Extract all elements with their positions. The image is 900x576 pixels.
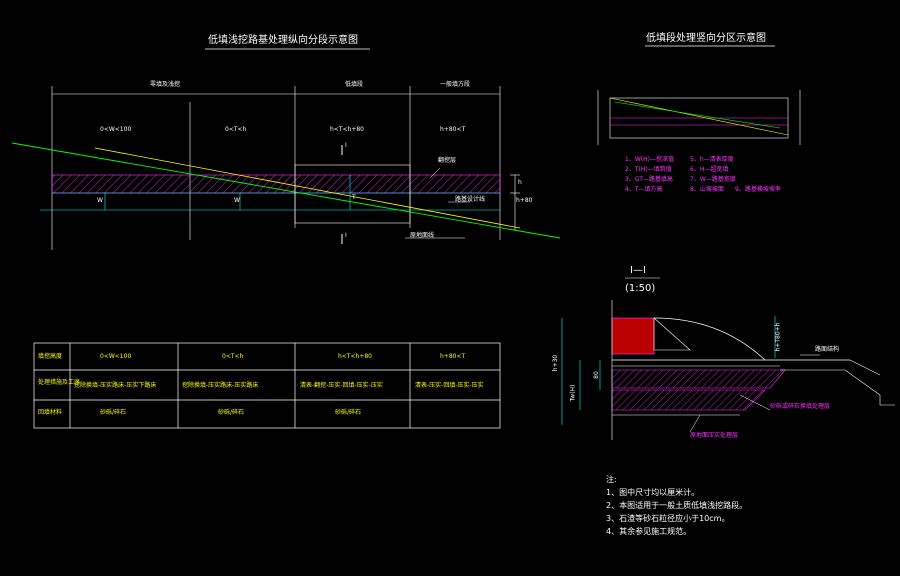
road-line xyxy=(94,147,521,229)
road-line-label: 路基设计线 xyxy=(455,196,486,203)
table-cell: 0<W<100 xyxy=(100,353,132,360)
layer-1 xyxy=(611,369,786,389)
table-row-head: 填挖高度 xyxy=(38,353,63,360)
note-item: 1、图中尺寸均以厘米计。 xyxy=(606,488,700,497)
legend-item: 4、T—填方高 xyxy=(625,186,663,193)
table-cell: 砂砾/碎石 xyxy=(335,409,362,416)
legend-item: 1、W(H)—挖深值 xyxy=(625,156,674,163)
table-cell: 挖除换填-压实路床-压实路床 xyxy=(182,382,259,389)
segment-header: 一般填方段 xyxy=(440,81,471,88)
dim-label: Tw(H) xyxy=(569,384,577,402)
legend-item: 5、h—清表厚度 xyxy=(690,156,734,163)
segment-header: 低填段 xyxy=(345,81,364,88)
treat-layer-band xyxy=(51,174,501,194)
pavement-label: 路面结构 xyxy=(815,346,840,353)
w-mark: W xyxy=(234,197,240,204)
legend-item: 9、路基横坡坡率 xyxy=(735,186,781,193)
t-mark: T xyxy=(352,194,356,201)
dim-label: h+30 xyxy=(552,354,560,372)
notes-heading: 注: xyxy=(606,475,617,484)
legend-item: 3、GT—路基填高 xyxy=(625,176,673,183)
section-label: I—I xyxy=(630,265,646,276)
segment-header: 零填及浅挖 xyxy=(150,81,181,88)
table-cell: 0<T<h xyxy=(222,353,244,360)
profile-diagram xyxy=(11,48,561,250)
left-title: 低填浅挖路基处理纵向分段示意图 xyxy=(208,35,358,46)
note-item: 3、石渣等砂石粒径应小于10cm。 xyxy=(606,514,730,523)
w-mark: W xyxy=(97,197,103,204)
zone-formula: 0<W<100 xyxy=(100,126,132,133)
table-cell: 挖除换填-压实路床-压实下路床 xyxy=(74,382,157,389)
dim-label: 80 xyxy=(592,371,600,379)
table-cell: 清表-翻挖-压实-回填-压实-压实 xyxy=(300,382,383,389)
note-item: 4、其余参见施工规范。 xyxy=(606,527,692,536)
h80-mark: h+80 xyxy=(516,197,533,204)
zone-formula: h<T<h+80 xyxy=(330,126,364,133)
vertical-zone-diagram xyxy=(597,45,801,145)
treatment-table xyxy=(33,342,501,429)
table-row-head: 回填材料 xyxy=(38,409,63,416)
ground-line xyxy=(11,142,561,239)
h-mark: h xyxy=(518,179,522,186)
layer-label: 原地面压实处理层 xyxy=(690,432,739,439)
dim-label: h+T80+h xyxy=(774,322,782,352)
table-cell: 清表-压实-回填-压实-压实 xyxy=(415,382,484,389)
table-row-head: 处理措施及工序 xyxy=(38,379,81,386)
zone-formula: h+80<T xyxy=(440,126,466,133)
layer-label: 砂砾或碎石换填处理层 xyxy=(770,403,831,410)
zone-formula: 0<T<h xyxy=(225,126,247,133)
cross-section-diagram xyxy=(561,277,895,440)
table-cell: h+80<T xyxy=(440,353,466,360)
legend-item: 6、H—超宽填 xyxy=(690,166,729,173)
legend-item: 7、W—路基宽度 xyxy=(690,176,736,183)
section-mark: I xyxy=(345,232,347,239)
legend-item: 2、T(H)—填筑值 xyxy=(625,166,672,173)
layer-2 xyxy=(611,389,766,411)
table-cell: h<T<h+80 xyxy=(338,353,372,360)
right-title: 低填段处理竖向分区示意图 xyxy=(646,33,766,44)
ground-line-label: 原地面线 xyxy=(410,232,435,239)
legend-item: 8、山坡坡面 xyxy=(690,186,724,193)
treat-layer-label: 翻挖层 xyxy=(438,157,457,164)
note-item: 2、本图适用于一般土质低填浅挖路段。 xyxy=(606,501,748,510)
section-scale: (1:50) xyxy=(625,283,656,294)
retaining-wall xyxy=(611,317,655,355)
table-cell: 砂砾/碎石 xyxy=(218,409,245,416)
table-cell: 砂砾/碎石 xyxy=(100,409,127,416)
section-mark: I xyxy=(345,142,347,149)
